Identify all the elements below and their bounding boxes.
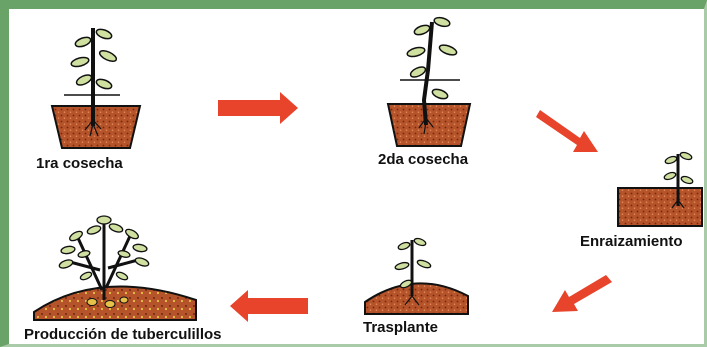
plant-pot-second-harvest xyxy=(386,16,472,147)
transplant-mound xyxy=(364,237,469,315)
mature-plant-tuberlets xyxy=(33,215,197,321)
caption-rooting: Enraizamiento xyxy=(580,233,683,250)
caption-first-harvest: 1ra cosecha xyxy=(36,155,123,172)
caption-second-harvest: 2da cosecha xyxy=(378,151,469,168)
rooting-tray xyxy=(617,151,703,227)
arrow-left-icon xyxy=(230,290,308,322)
arrow-down-right-icon xyxy=(536,110,598,152)
plant-pot-first-harvest xyxy=(50,28,142,149)
caption-transplant: Trasplante xyxy=(363,319,439,336)
arrow-right-icon xyxy=(218,92,298,124)
arrow-down-left-icon xyxy=(552,275,612,312)
caption-tuberlet-production: Producción de tuberculillos xyxy=(24,326,222,343)
